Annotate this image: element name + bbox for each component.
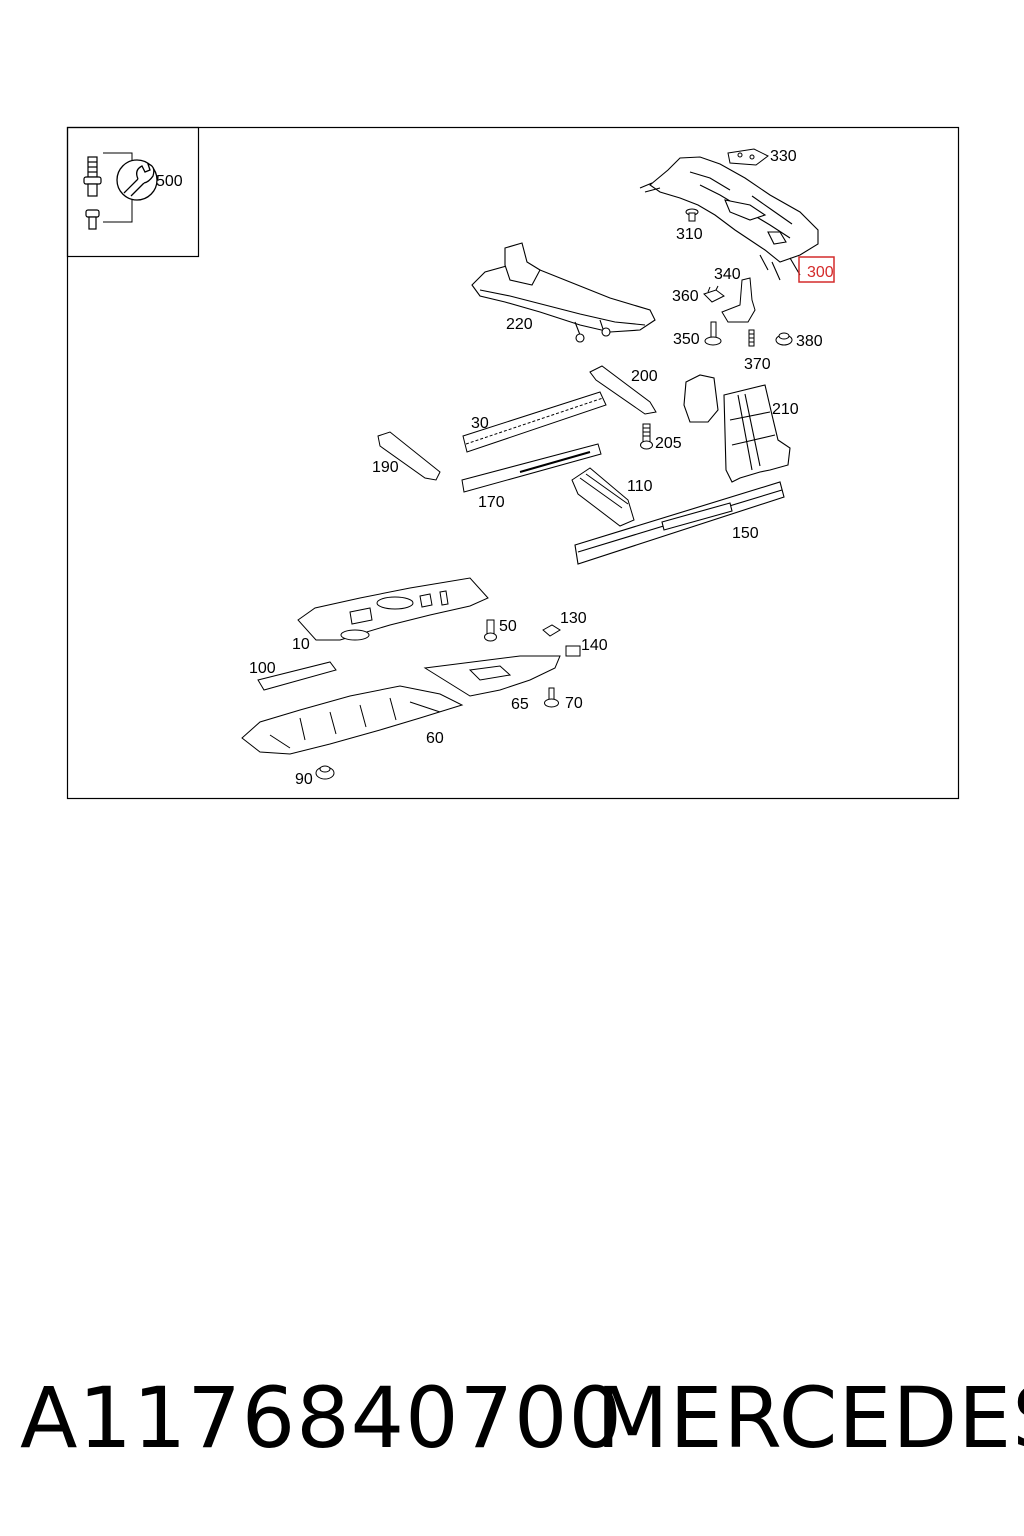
label-210[interactable]: 210	[772, 401, 799, 418]
label-30[interactable]: 30	[471, 415, 489, 432]
label-110[interactable]: 110	[627, 478, 653, 495]
part-140-pad	[565, 645, 581, 657]
part-220-tunnel-reinforcement	[471, 242, 656, 343]
label-65[interactable]: 65	[511, 696, 529, 713]
parts-diagram: 500	[66, 126, 960, 800]
label-310[interactable]: 310	[676, 226, 703, 243]
label-170[interactable]: 170	[478, 494, 505, 511]
label-70[interactable]: 70	[565, 695, 583, 712]
label-330[interactable]: 330	[770, 148, 797, 165]
part-10-floor-panel	[297, 577, 489, 641]
part-60-underbody-panel	[241, 685, 464, 755]
bolt-icon	[83, 156, 102, 230]
highlight-box-300	[798, 256, 835, 283]
wrench-icon	[116, 159, 158, 201]
part-205-bolt	[640, 423, 653, 450]
label-205[interactable]: 205	[655, 435, 682, 452]
part-100-strip	[257, 661, 337, 691]
tool-legend: 500	[66, 126, 200, 258]
part-360-clip	[703, 285, 725, 303]
label-340[interactable]: 340	[714, 266, 741, 283]
label-140[interactable]: 140	[581, 637, 608, 654]
label-50[interactable]: 50	[499, 618, 517, 635]
label-90[interactable]: 90	[295, 771, 313, 788]
part-330-pad	[727, 148, 769, 166]
part-300-front-crossmember	[639, 156, 819, 281]
part-110-bracket	[571, 467, 635, 527]
part-50-bolt	[484, 619, 497, 642]
tool-label: 500	[156, 173, 183, 190]
part-200-bracket	[589, 365, 657, 415]
part-130-clip	[542, 624, 561, 637]
part-65-underbody-panel	[423, 655, 561, 697]
label-370[interactable]: 370	[744, 356, 771, 373]
part-150-sill	[574, 481, 785, 565]
label-10[interactable]: 10	[292, 636, 310, 653]
part-310-clip	[685, 208, 699, 222]
brand-name: MERCEDES	[596, 1369, 1024, 1467]
part-380-nut	[775, 332, 793, 346]
part-190-bracket	[377, 431, 441, 481]
diagram-frame	[66, 126, 960, 800]
part-number: A1176840700	[20, 1369, 623, 1467]
label-220[interactable]: 220	[506, 316, 533, 333]
label-360[interactable]: 360	[672, 288, 699, 305]
label-130[interactable]: 130	[560, 610, 587, 627]
label-200[interactable]: 200	[631, 368, 658, 385]
part-350-screw	[704, 321, 722, 346]
part-30-rail	[462, 391, 607, 453]
part-70-screw	[544, 687, 559, 708]
part-90-nut	[315, 765, 335, 780]
part-170-rail	[461, 443, 602, 493]
label-350[interactable]: 350	[673, 331, 700, 348]
label-190[interactable]: 190	[372, 459, 399, 476]
part-340-bracket	[721, 277, 756, 323]
label-300[interactable]: 300	[807, 264, 834, 281]
label-60[interactable]: 60	[426, 730, 444, 747]
part-370-screw	[748, 329, 755, 347]
label-380[interactable]: 380	[796, 333, 823, 350]
label-150[interactable]: 150	[732, 525, 759, 542]
part-210-member	[683, 374, 791, 483]
label-100[interactable]: 100	[249, 660, 276, 677]
